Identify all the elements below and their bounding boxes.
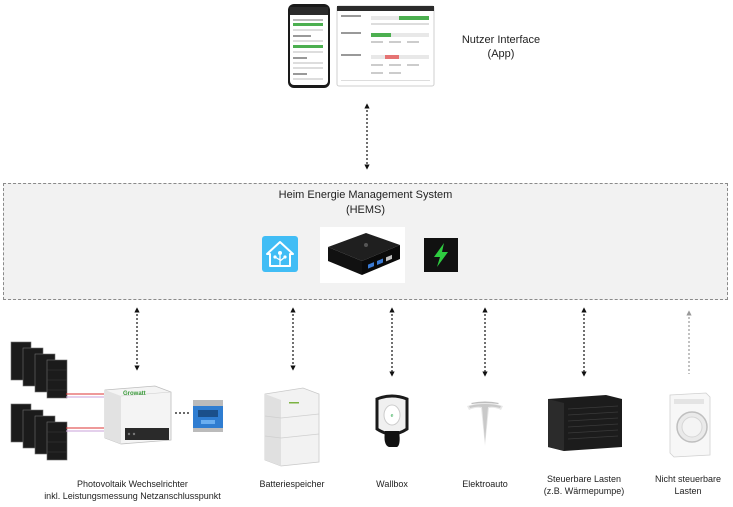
caption-wallbox-line1: Wallbox [376,479,408,489]
solar-panels-image [10,341,68,461]
heat-pump-image [548,395,622,451]
user-interface-label-line1: Nutzer Interface [461,34,541,46]
caption-pv-line1: Photovoltaik Wechselrichter [77,479,188,489]
user-interface-label-line2: (App) [487,48,515,60]
energy-bolt-icon [424,238,458,272]
home-assistant-icon [262,236,298,272]
caption-battery-line1: Batteriespeicher [259,479,325,489]
raspberry-pi-case-image [320,227,405,283]
battery-storage-image [264,387,320,467]
tablet-app-screenshot [336,5,435,87]
caption-controllable-line2: (z.B. Wärmepumpe) [543,486,625,496]
caption-controllable-loads: Steuerbare Lasten (z.B. Wärmepumpe) [532,473,636,497]
caption-wallbox: Wallbox [352,478,432,490]
caption-pv-inverter: Photovoltaik Wechselrichter inkl. Leistu… [30,478,235,502]
caption-uncontrollable-line1: Nicht steuerbare [654,474,722,484]
inverter-brand-logo: Growatt [123,391,146,397]
pv-cables [66,393,104,432]
wallbox-image: e [375,394,409,447]
caption-ev: Elektroauto [444,478,526,490]
washing-machine-image [669,392,711,458]
caption-controllable-line1: Steuerbare Lasten [546,474,622,484]
tesla-logo-icon [467,401,503,446]
energy-meter-image [193,400,223,432]
caption-uncontrollable-loads: Nicht steuerbare Lasten [646,473,730,497]
caption-uncontrollable-line2: Lasten [674,486,702,496]
inverter-image [104,385,172,445]
svg-text:e: e [391,413,394,419]
caption-battery: Batteriespeicher [246,478,338,490]
caption-pv-line2: inkl. Leistungsmessung Netzanschlusspunk… [44,491,221,501]
hems-title-line2: (HEMS) [345,204,386,216]
hems-title-line1: Heim Energie Management System [278,189,453,201]
smartphone-app-screenshot [288,4,330,88]
caption-ev-line1: Elektroauto [462,479,508,489]
user-interface-label: Nutzer Interface (App) [446,33,556,61]
